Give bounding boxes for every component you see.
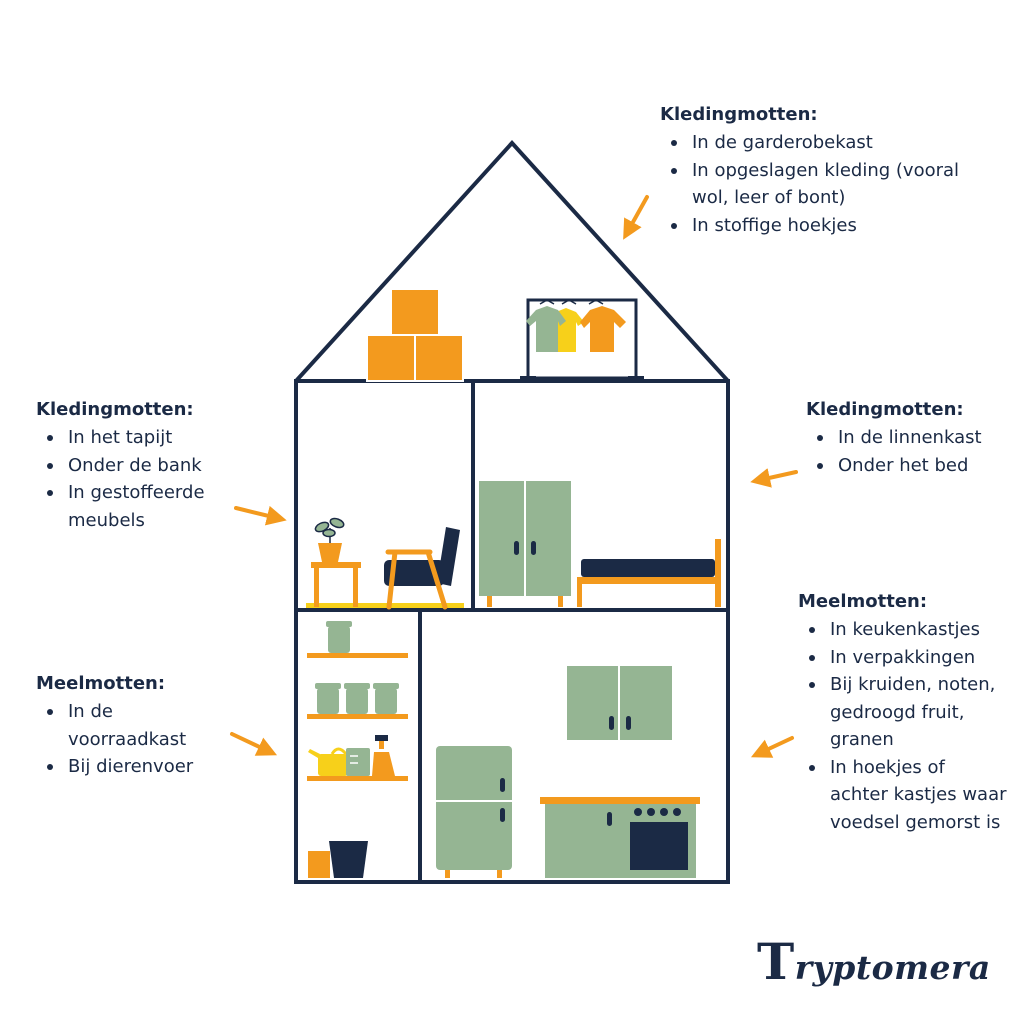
- plant-icon: [314, 517, 345, 543]
- list-item: In gestoffeerde meubels: [47, 479, 246, 534]
- clothing-rack: [520, 298, 644, 381]
- cabinet-handle: [514, 541, 519, 555]
- brand-logo: Tryptomera: [757, 932, 991, 991]
- list-item: In de garderobekast: [671, 129, 960, 157]
- list-item: In verpakkingen: [809, 644, 1008, 672]
- list-item: In de linnenkast: [817, 424, 996, 452]
- oven-knob: [634, 808, 642, 816]
- plant-pot: [318, 543, 342, 562]
- tshirt-green-icon: [526, 306, 566, 352]
- oven: [621, 804, 696, 878]
- house-walls: [294, 379, 730, 884]
- watering-can-icon: [308, 747, 348, 776]
- oven-knob: [660, 808, 668, 816]
- oven-window: [630, 822, 688, 870]
- callout-pantry: Meelmotten: In de voorraadkast Bij diere…: [36, 672, 226, 781]
- storage-box-right: [414, 334, 464, 382]
- callout-living-room: Kledingmotten: In het tapijt Onder de ba…: [36, 398, 246, 534]
- callout-bedroom: Kledingmotten: In de linnenkast Onder he…: [806, 398, 996, 479]
- list-item: In de voorraadkast: [47, 698, 226, 753]
- hanger-icon: [539, 299, 604, 305]
- kitchen: [436, 666, 700, 878]
- bed: [577, 539, 721, 607]
- house-outline: [294, 140, 730, 884]
- arrow-kitchen: [750, 736, 794, 758]
- pantry: [307, 621, 408, 878]
- linen-cabinet: [479, 481, 571, 607]
- bucket-small: [308, 851, 330, 878]
- brand-logo-initial: T: [757, 932, 795, 991]
- callout-arrows: [230, 195, 798, 758]
- callout-kitchen: Meelmotten: In keukenkastjes In verpakki…: [798, 590, 1008, 836]
- brand-logo-text: ryptomera: [794, 948, 991, 987]
- storage-boxes: [366, 288, 464, 382]
- callout-title: Kledingmotten:: [660, 104, 818, 125]
- list-item: Bij dierenvoer: [47, 753, 226, 781]
- armchair: [384, 527, 460, 610]
- pantry-shelves: [307, 653, 408, 781]
- countertop: [540, 797, 700, 804]
- clothing-rack-foot-right: [628, 376, 644, 381]
- fridge: [436, 746, 512, 878]
- mattress: [581, 559, 715, 577]
- storage-box-left: [366, 334, 416, 382]
- fridge-handle: [500, 778, 505, 792]
- cabinet-handle: [607, 812, 612, 826]
- callout-title: Meelmotten:: [36, 673, 166, 694]
- bed-frame: [577, 577, 721, 584]
- list-item: In hoekjes of achter kastjes waar voedse…: [809, 754, 1008, 837]
- living-room: [306, 517, 464, 610]
- list-item: Onder de bank: [47, 452, 246, 480]
- spray-bottle-icon: [372, 735, 395, 776]
- arrow-living: [234, 505, 287, 526]
- cabinet-handle: [626, 716, 631, 730]
- jar-icon: [315, 621, 399, 714]
- cabinet-handle: [609, 716, 614, 730]
- oven-knob: [647, 808, 655, 816]
- tshirt-orange-icon: [580, 306, 626, 352]
- clothing-rack-frame: [526, 298, 638, 380]
- callout-list: In de garderobekast In opgeslagen kledin…: [660, 129, 960, 239]
- arrow-bedroom: [750, 468, 798, 488]
- bucket: [329, 841, 368, 878]
- callout-attic: Kledingmotten: In de garderobekast In op…: [660, 103, 960, 239]
- side-table: [311, 562, 361, 607]
- storage-box-top: [390, 288, 440, 336]
- callout-list: In keukenkastjes In verpakkingen Bij kru…: [798, 616, 1008, 836]
- bedroom: [479, 481, 721, 607]
- list-item: Bij kruiden, noten, gedroogd fruit, gran…: [809, 671, 1008, 754]
- callout-list: In de linnenkast Onder het bed: [806, 424, 996, 479]
- list-item: In het tapijt: [47, 424, 246, 452]
- list-item: Onder het bed: [817, 452, 996, 480]
- oven-knob: [673, 808, 681, 816]
- roof-line: [294, 140, 730, 383]
- rug: [306, 603, 464, 608]
- list-item: In stoffige hoekjes: [671, 212, 960, 240]
- arrow-pantry: [230, 732, 278, 756]
- arrow-attic: [623, 195, 649, 240]
- callout-title: Meelmotten:: [798, 591, 928, 612]
- measuring-cup-icon: [346, 748, 370, 776]
- list-item: In opgeslagen kleding (vooral wol, leer …: [671, 157, 960, 212]
- clothing-rack-foot-left: [520, 376, 536, 381]
- cabinet-handle: [531, 541, 536, 555]
- callout-list: In de voorraadkast Bij dierenvoer: [36, 698, 226, 781]
- lower-cabinet: [545, 804, 621, 878]
- list-item: In keukenkastjes: [809, 616, 1008, 644]
- fridge-handle: [500, 808, 505, 822]
- bed-headboard: [715, 539, 721, 607]
- upper-cabinets: [567, 666, 672, 740]
- callout-list: In het tapijt Onder de bank In gestoffee…: [36, 424, 246, 534]
- callout-title: Kledingmotten:: [806, 399, 964, 420]
- callout-title: Kledingmotten:: [36, 399, 194, 420]
